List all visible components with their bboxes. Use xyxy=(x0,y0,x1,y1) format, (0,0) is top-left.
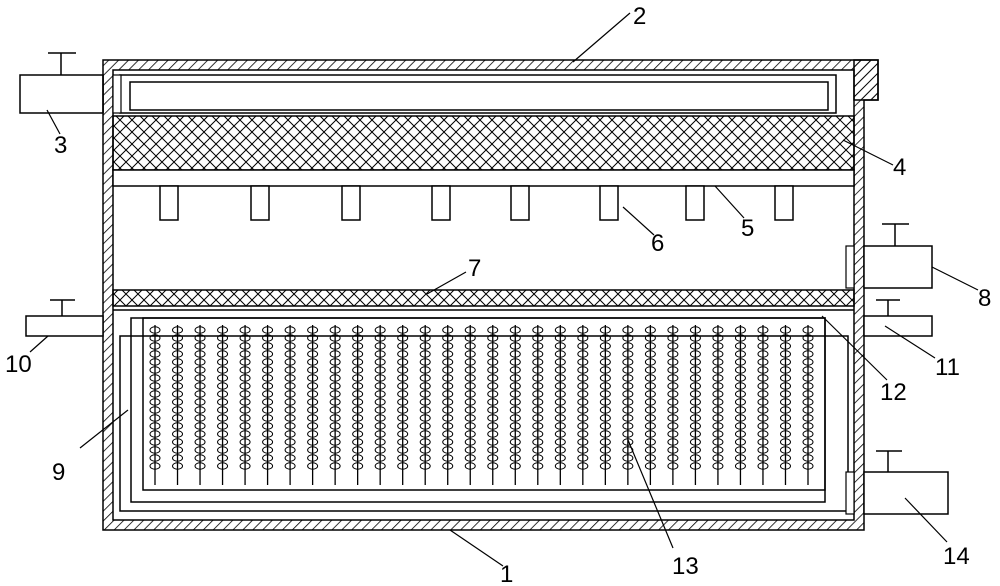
heat-tube xyxy=(554,325,566,485)
heat-tube xyxy=(622,325,634,485)
heat-tube xyxy=(509,325,521,485)
label-9: 9 xyxy=(52,459,65,486)
heat-tube xyxy=(734,325,746,485)
label-10: 10 xyxy=(5,351,32,378)
heat-tube xyxy=(464,325,476,485)
labels: 2 3 4 5 6 7 8 9 10 11 12 13 1 14 xyxy=(5,3,991,586)
label-6: 6 xyxy=(651,230,664,257)
heat-tube xyxy=(487,325,499,485)
label-4: 4 xyxy=(893,154,906,181)
heat-tube xyxy=(329,325,341,485)
heat-tube xyxy=(689,325,701,485)
nozzle xyxy=(510,185,530,221)
filter-layer-7 xyxy=(112,289,855,307)
heat-tube xyxy=(532,325,544,485)
heat-tube xyxy=(779,325,791,485)
nozzle xyxy=(341,185,361,221)
heat-tube xyxy=(802,325,814,485)
valve-11 xyxy=(863,299,933,337)
upper-frame xyxy=(119,74,837,114)
nozzle xyxy=(250,185,270,221)
label-7: 7 xyxy=(468,255,481,282)
valve-14 xyxy=(845,450,949,515)
heat-tube xyxy=(577,325,589,485)
filter-layer-4 xyxy=(112,115,855,171)
nozzle xyxy=(685,185,705,221)
heat-tube xyxy=(307,325,319,485)
heat-tube xyxy=(667,325,679,485)
heat-tube xyxy=(599,325,611,485)
label-14: 14 xyxy=(943,543,970,570)
leader-lines xyxy=(29,12,979,567)
label-3: 3 xyxy=(54,132,67,159)
heat-tube xyxy=(194,325,206,485)
label-12: 12 xyxy=(880,379,907,406)
heat-tube xyxy=(419,325,431,485)
heat-tube xyxy=(149,325,161,485)
label-5: 5 xyxy=(741,215,754,242)
heat-tube xyxy=(757,325,769,485)
valve-8 xyxy=(845,223,933,289)
nozzle xyxy=(159,185,179,221)
heat-tube xyxy=(239,325,251,485)
label-2: 2 xyxy=(633,3,646,30)
nozzle xyxy=(599,185,619,221)
heat-tube xyxy=(217,325,229,485)
heat-tube xyxy=(172,325,184,485)
housing xyxy=(102,59,879,531)
heat-tube xyxy=(284,325,296,485)
valve-3 xyxy=(19,52,122,114)
heat-tube xyxy=(397,325,409,485)
heat-tube xyxy=(374,325,386,485)
nozzle xyxy=(431,185,451,221)
heat-tube xyxy=(644,325,656,485)
spray-pipe-5 xyxy=(112,169,855,187)
nozzle xyxy=(774,185,794,221)
heat-tube xyxy=(712,325,724,485)
valve-10 xyxy=(25,299,104,337)
label-8: 8 xyxy=(978,285,991,312)
heat-tube-array-13 xyxy=(149,325,814,485)
nozzle-row xyxy=(159,185,794,221)
housing-top-lid xyxy=(853,59,879,101)
label-11: 11 xyxy=(935,354,960,381)
water-tank-9 xyxy=(119,317,849,512)
label-13: 13 xyxy=(672,553,699,580)
heat-tube xyxy=(262,325,274,485)
heat-tube xyxy=(352,325,364,485)
heat-tube xyxy=(442,325,454,485)
label-1: 1 xyxy=(500,561,513,586)
